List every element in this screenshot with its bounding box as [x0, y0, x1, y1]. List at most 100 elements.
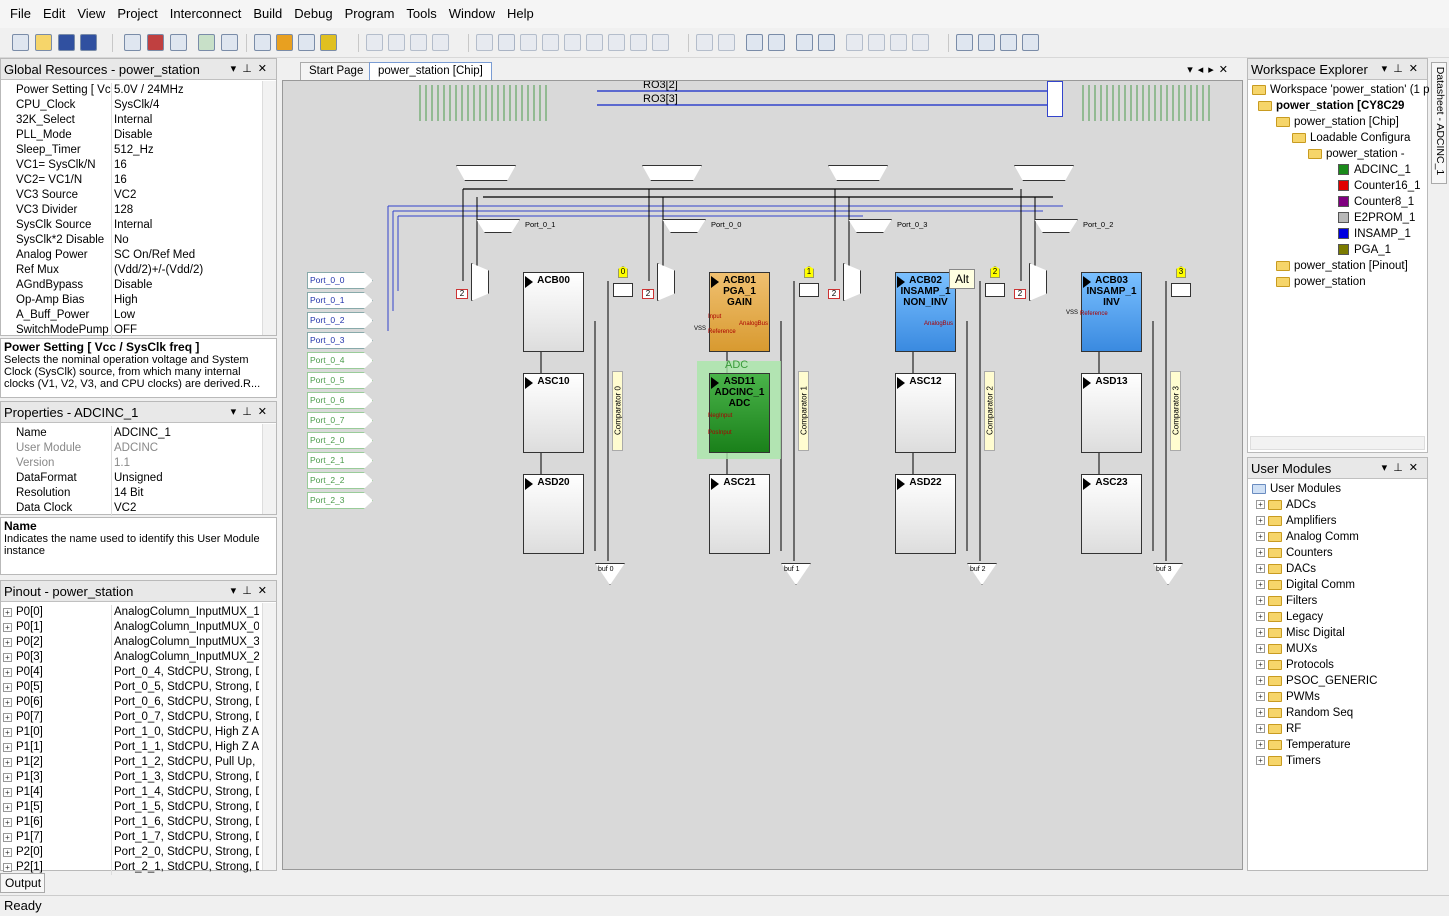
- expand-icon[interactable]: +: [1256, 708, 1265, 718]
- user-module-category[interactable]: +RF: [1252, 721, 1377, 737]
- refresh-icon[interactable]: [410, 34, 427, 51]
- workspace-tree-item[interactable]: power_station -: [1252, 146, 1430, 162]
- user-module-category[interactable]: +DACs: [1252, 561, 1377, 577]
- grid-row[interactable]: +P1[6]Port_1_6, StdCPU, Strong, Di: [1, 815, 259, 830]
- workspace-tree-item[interactable]: power_station [Pinout]: [1252, 258, 1430, 274]
- expand-icon[interactable]: +: [1256, 612, 1265, 622]
- workspace-hscrollbar[interactable]: [1250, 436, 1425, 450]
- analog-block-asc23[interactable]: ASC23: [1081, 474, 1142, 554]
- user-module-category[interactable]: +Temperature: [1252, 737, 1377, 753]
- comment-icon[interactable]: [796, 34, 813, 51]
- port-label[interactable]: Port_0_6: [307, 392, 373, 409]
- user-module-category[interactable]: +Counters: [1252, 545, 1377, 561]
- port-label[interactable]: Port_2_1: [307, 452, 373, 469]
- workspace-tree-item[interactable]: E2PROM_1: [1252, 210, 1430, 226]
- clear-bookmarks-icon[interactable]: [912, 34, 929, 51]
- menu-project[interactable]: Project: [117, 6, 158, 21]
- delete-icon[interactable]: [221, 34, 238, 51]
- save-icon[interactable]: [58, 34, 75, 51]
- tab-chip[interactable]: power_station [Chip]: [369, 62, 492, 80]
- expand-icon[interactable]: +: [1256, 596, 1265, 606]
- redo-icon[interactable]: [718, 34, 735, 51]
- column-mux[interactable]: [456, 165, 516, 181]
- home-icon[interactable]: [956, 34, 973, 51]
- panel-controls-icon[interactable]: ▾⊥✕: [1381, 63, 1424, 75]
- memory-icon[interactable]: [608, 34, 625, 51]
- reset-icon[interactable]: [564, 34, 581, 51]
- port-label[interactable]: Port_0_4: [307, 352, 373, 369]
- expand-icon[interactable]: +: [3, 668, 12, 677]
- workspace-tree-item[interactable]: Counter16_1: [1252, 178, 1430, 194]
- workspace-tree-item[interactable]: power_station [CY8C29: [1252, 98, 1430, 114]
- prev-bookmark-icon[interactable]: [868, 34, 885, 51]
- expand-icon[interactable]: +: [1256, 740, 1265, 750]
- menu-build[interactable]: Build: [253, 6, 283, 21]
- undo-icon[interactable]: [696, 34, 713, 51]
- grid-row[interactable]: +P1[4]Port_1_4, StdCPU, Strong, Di: [1, 785, 259, 800]
- user-module-category[interactable]: +MUXs: [1252, 641, 1377, 657]
- expand-icon[interactable]: +: [3, 848, 12, 857]
- grid-row[interactable]: +P1[3]Port_1_3, StdCPU, Strong, Di: [1, 770, 259, 785]
- user-modules-root[interactable]: User Modules: [1252, 481, 1377, 497]
- config-icon[interactable]: [298, 34, 315, 51]
- expand-icon[interactable]: +: [1256, 580, 1265, 590]
- expand-icon[interactable]: +: [1256, 532, 1265, 542]
- workspace-tree-item[interactable]: Workspace 'power_station' (1 p: [1252, 82, 1430, 98]
- analog-block-asd20[interactable]: ASD20: [523, 474, 584, 554]
- analog-block-asc21[interactable]: ASC21: [709, 474, 770, 554]
- panel-controls-icon[interactable]: ▾⊥✕: [230, 63, 273, 75]
- user-module-category[interactable]: +Misc Digital: [1252, 625, 1377, 641]
- add-icon[interactable]: [198, 34, 215, 51]
- grid-row[interactable]: Ref Mux(Vdd/2)+/-(Vdd/2): [1, 263, 259, 278]
- grid-icon[interactable]: [254, 34, 271, 51]
- step-icon[interactable]: [366, 34, 383, 51]
- grid-row[interactable]: +P0[0]AnalogColumn_InputMUX_1, S: [1, 605, 259, 620]
- expand-icon[interactable]: +: [3, 743, 12, 752]
- port-label[interactable]: Port_0_5: [307, 372, 373, 389]
- analog-block-asc12[interactable]: ASC12: [895, 373, 956, 453]
- expand-icon[interactable]: +: [3, 803, 12, 812]
- expand-icon[interactable]: +: [1256, 724, 1265, 734]
- tab-nav-icon[interactable]: ▾◂▸✕: [1187, 64, 1233, 76]
- user-module-category[interactable]: +Analog Comm: [1252, 529, 1377, 545]
- user-module-category[interactable]: +Random Seq: [1252, 705, 1377, 721]
- halt-icon[interactable]: [498, 34, 515, 51]
- grid-row[interactable]: +P1[7]Port_1_7, StdCPU, Strong, Di: [1, 830, 259, 845]
- expand-icon[interactable]: +: [3, 623, 12, 632]
- column-clock-box[interactable]: [613, 283, 633, 297]
- workspace-tree-item[interactable]: ADCINC_1: [1252, 162, 1430, 178]
- save-all-icon[interactable]: [80, 34, 97, 51]
- expand-icon[interactable]: +: [3, 653, 12, 662]
- user-module-category[interactable]: +PWMs: [1252, 689, 1377, 705]
- go-icon[interactable]: [520, 34, 537, 51]
- port-label[interactable]: Port_2_3: [307, 492, 373, 509]
- user-module-category[interactable]: +Protocols: [1252, 657, 1377, 673]
- port-label[interactable]: Port_0_7: [307, 412, 373, 429]
- zoom-in-icon[interactable]: [1000, 34, 1017, 51]
- column-mux[interactable]: [642, 165, 702, 181]
- menu-debug[interactable]: Debug: [294, 6, 333, 21]
- expand-icon[interactable]: +: [3, 818, 12, 827]
- panel-controls-icon[interactable]: ▾⊥✕: [230, 585, 273, 597]
- workspace-tree-item[interactable]: PGA_1: [1252, 242, 1430, 258]
- expand-icon[interactable]: +: [3, 728, 12, 737]
- expand-icon[interactable]: +: [1256, 644, 1265, 654]
- port-label[interactable]: Port_2_0: [307, 432, 373, 449]
- tab-start-page[interactable]: Start Page: [300, 62, 373, 80]
- stop-icon[interactable]: [476, 34, 493, 51]
- grid-row[interactable]: +P0[3]AnalogColumn_InputMUX_2, S: [1, 650, 259, 665]
- output-tab[interactable]: Output: [0, 873, 45, 893]
- workspace-tree-item[interactable]: power_station [Chip]: [1252, 114, 1430, 130]
- analog-block-asd13[interactable]: ASD13: [1081, 373, 1142, 453]
- workspace-tree-item[interactable]: INSAMP_1: [1252, 226, 1430, 242]
